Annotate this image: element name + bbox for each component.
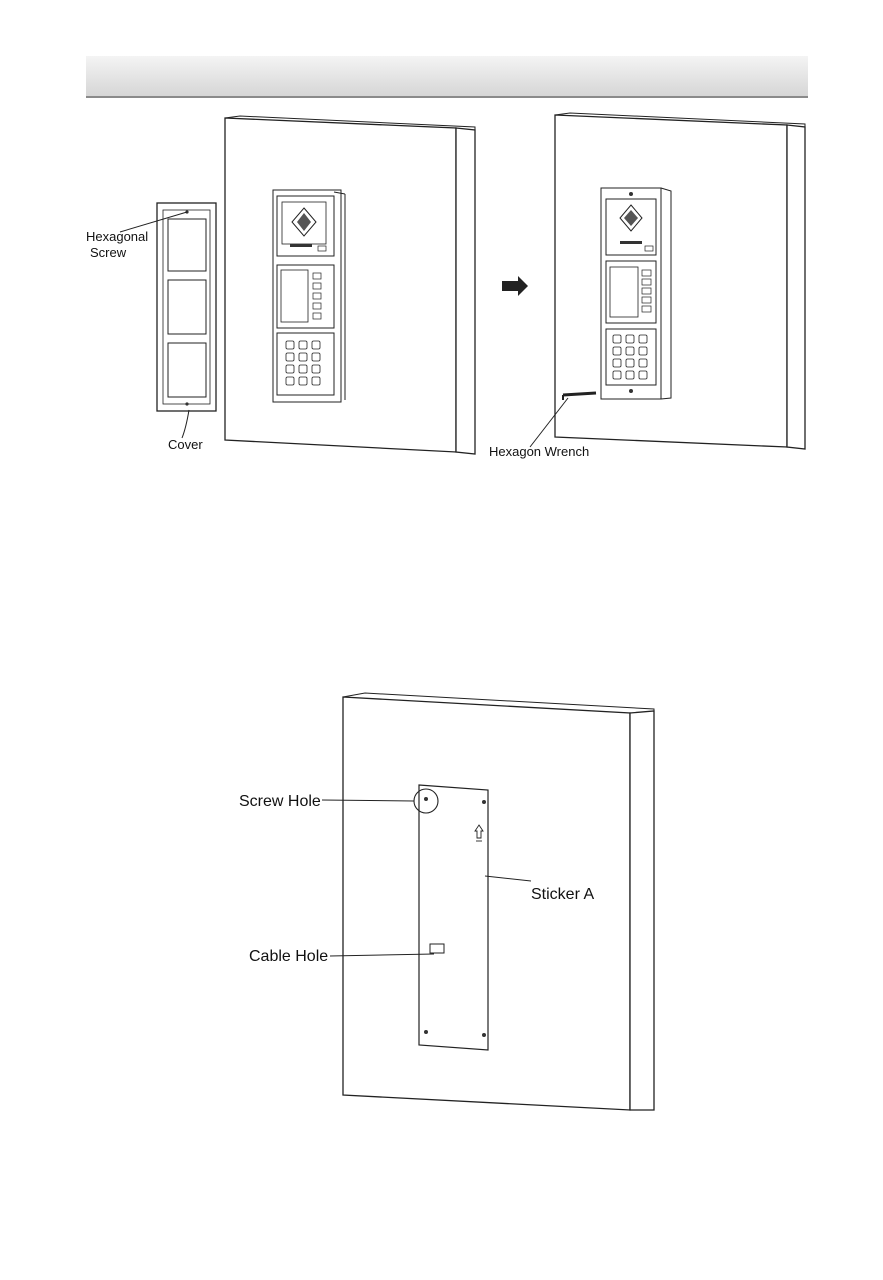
label-hexagon-wrench: Hexagon Wrench [489,444,589,459]
label-hexagonal-screw-line2: Screw [90,245,127,260]
label-cover: Cover [168,437,203,452]
wall-right [555,113,805,449]
device-unmounted [273,190,345,402]
right-arrow-icon [502,276,528,296]
sticker-a [419,785,488,1050]
cover-frame [157,203,216,411]
device-mounted [601,188,671,399]
label-hexagonal-screw-line1: Hexagonal [86,229,148,244]
label-sticker-a: Sticker A [531,886,594,903]
wall-left [225,116,475,454]
label-screw-hole: Screw Hole [239,793,321,810]
label-cable-hole: Cable Hole [249,948,328,965]
wall-sticker [343,693,654,1110]
